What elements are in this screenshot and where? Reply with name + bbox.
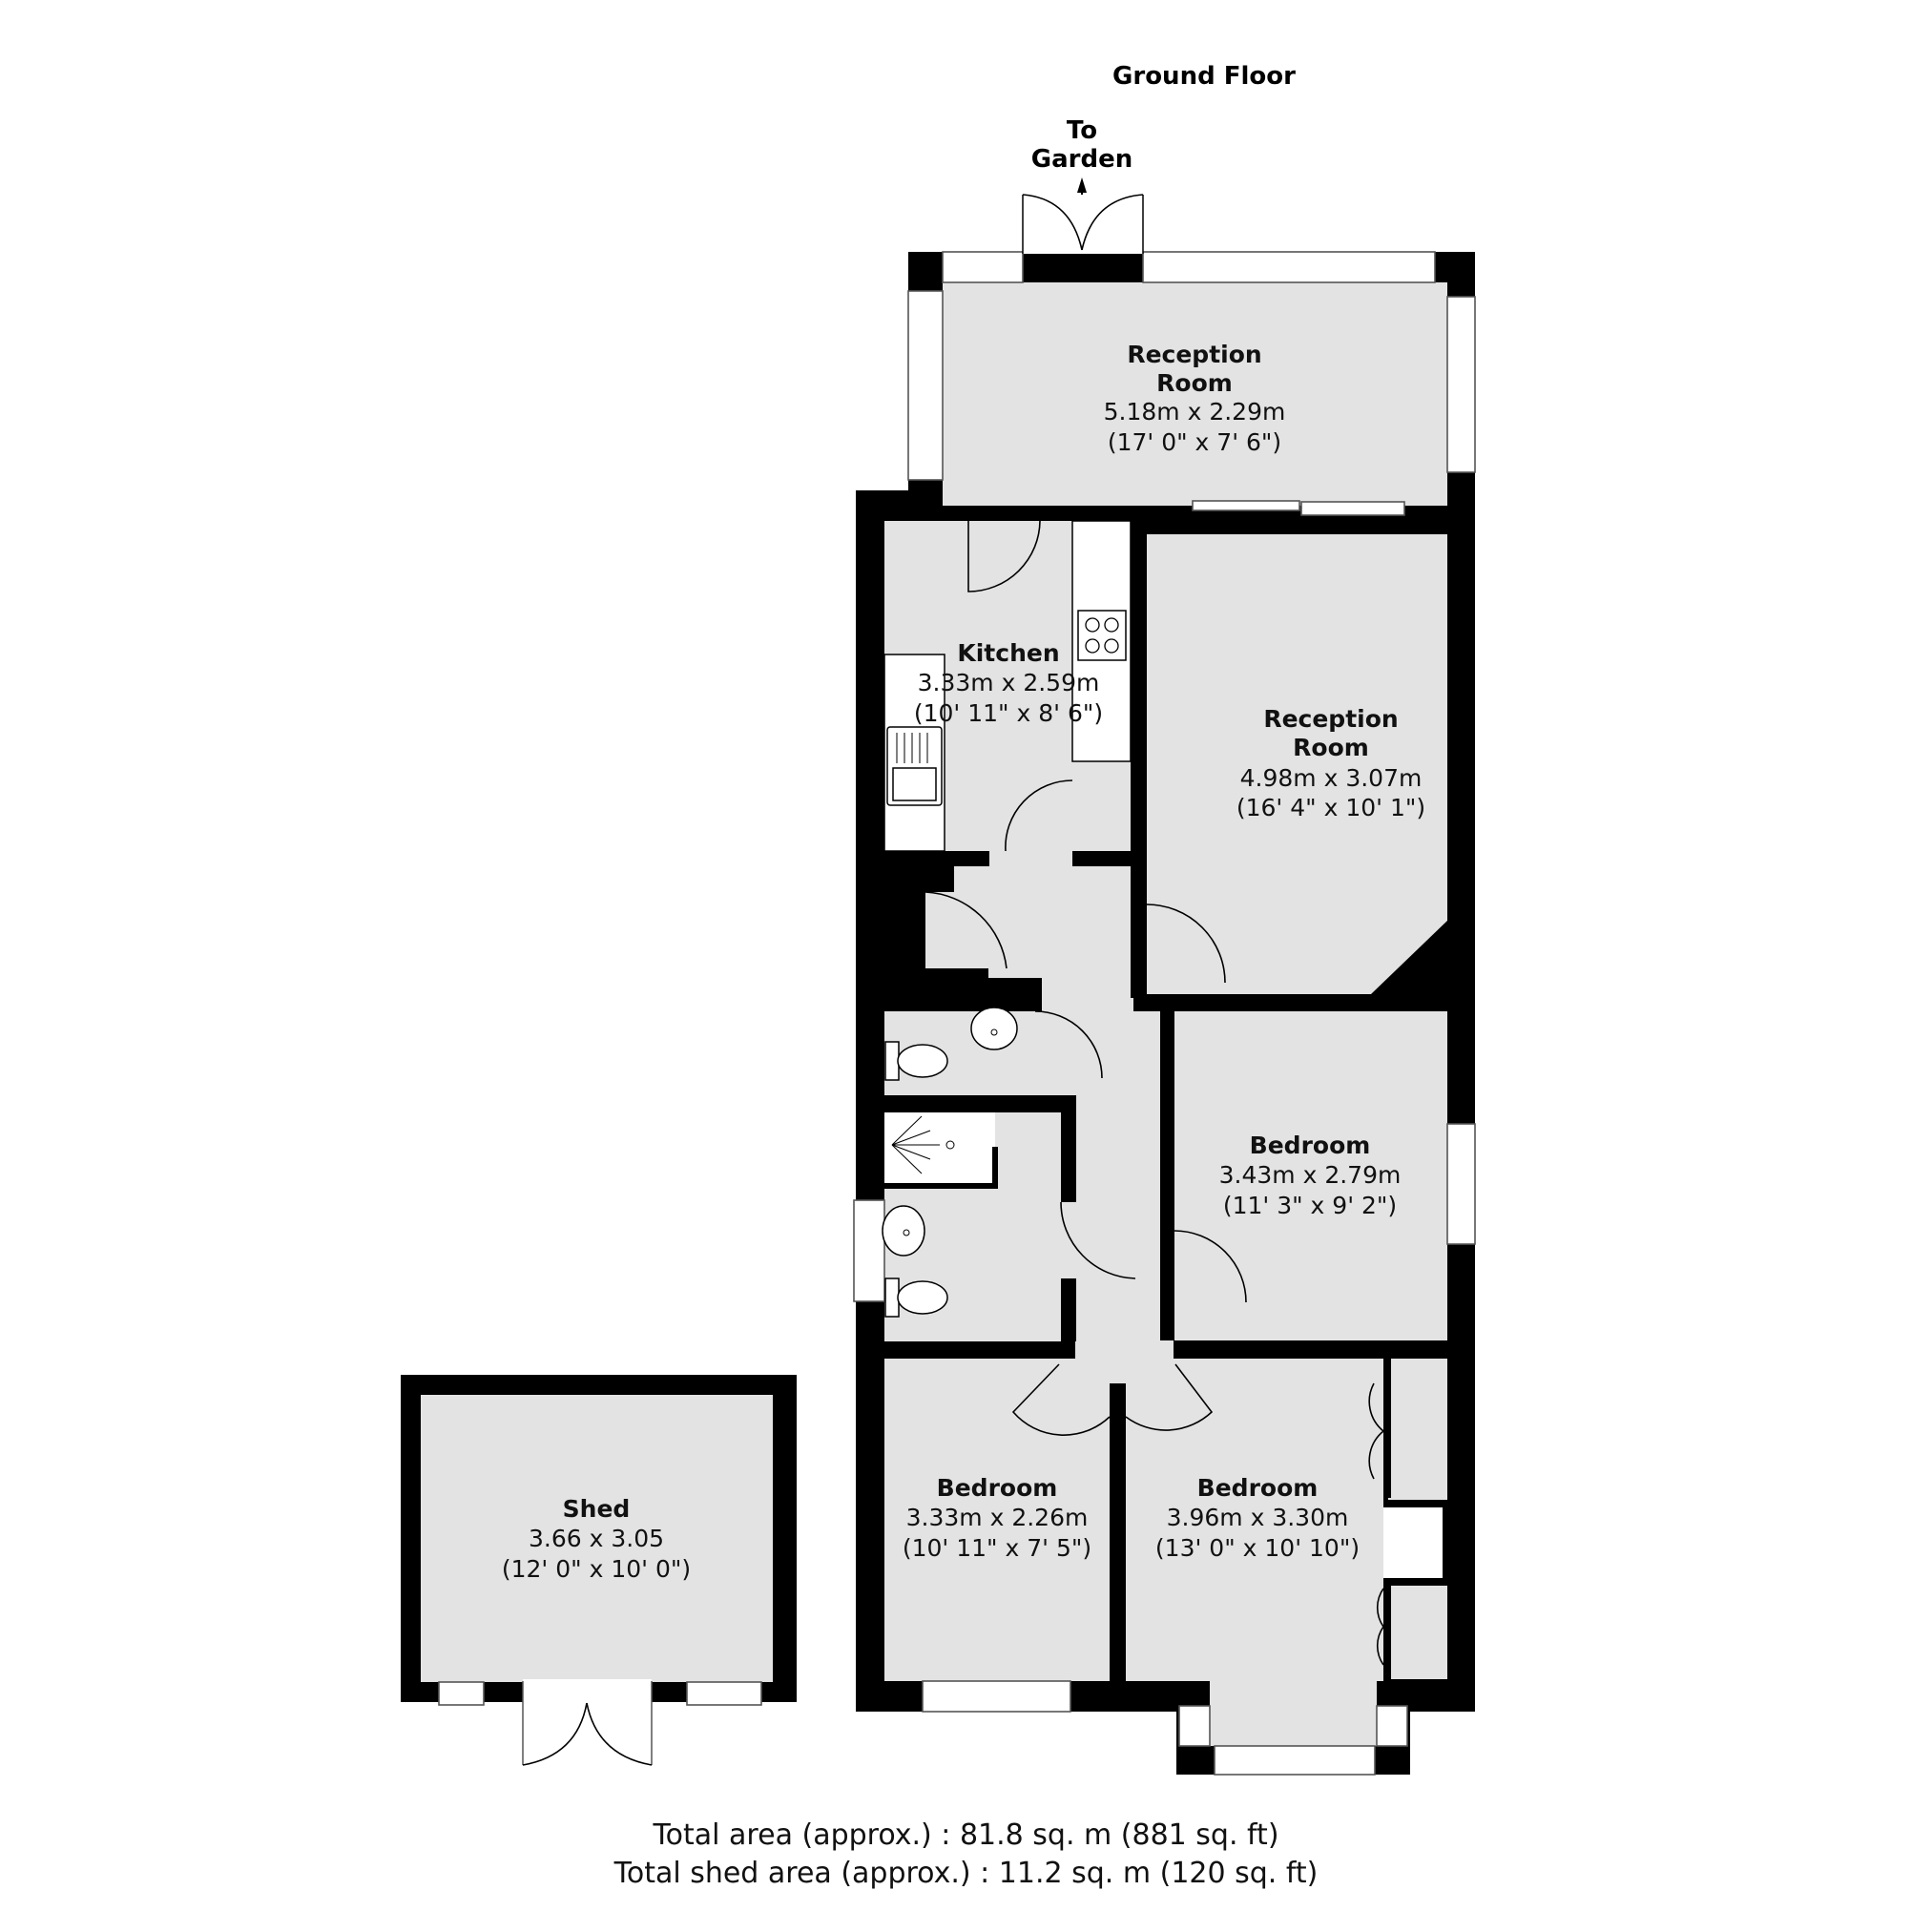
svg-text:Reception: Reception [1263, 705, 1398, 733]
door-swings[interactable] [924, 520, 1385, 1666]
svg-text:3.33m x 2.59m: 3.33m x 2.59m [918, 669, 1100, 696]
toilet-icon [884, 1041, 948, 1318]
svg-text:Room: Room [1293, 734, 1369, 761]
storage-cupboard [1383, 1507, 1443, 1580]
floor-title: Ground Floor [1112, 62, 1296, 91]
room-reception-top: Reception Room 5.18m x 2.29m (17' 0" x 7… [1104, 341, 1286, 456]
hob-icon [1077, 610, 1127, 661]
room-reception-main: Reception Room 4.98m x 3.07m (16' 4" x 1… [1236, 705, 1425, 821]
shed-double-door[interactable] [522, 1679, 653, 1766]
svg-text:(13' 0" x 10' 10"): (13' 0" x 10' 10") [1155, 1534, 1360, 1562]
room-kitchen: Kitchen 3.33m x 2.59m (10' 11" x 8' 6") [914, 639, 1103, 727]
svg-text:(11' 3" x 9' 2"): (11' 3" x 9' 2") [1223, 1192, 1397, 1219]
svg-text:Reception: Reception [1127, 341, 1261, 368]
shed [401, 1375, 797, 1706]
svg-text:(10' 11" x 8' 6"): (10' 11" x 8' 6") [914, 699, 1103, 727]
windows [853, 251, 1476, 1776]
svg-text:Kitchen: Kitchen [957, 639, 1059, 667]
total-area-text: Total area (approx.) : 81.8 sq. m (881 s… [653, 1818, 1279, 1852]
svg-text:(12' 0" x 10' 0"): (12' 0" x 10' 0") [502, 1555, 691, 1583]
svg-text:3.33m x 2.26m: 3.33m x 2.26m [906, 1504, 1089, 1531]
svg-text:3.96m x 3.30m: 3.96m x 3.30m [1167, 1504, 1349, 1531]
svg-text:3.66 x 3.05: 3.66 x 3.05 [529, 1525, 664, 1552]
svg-text:(10' 11" x 7' 5"): (10' 11" x 7' 5") [903, 1534, 1091, 1562]
garden-label-line1: To [1067, 116, 1097, 145]
interior-walls [884, 521, 1451, 1683]
svg-text:Bedroom: Bedroom [1250, 1132, 1371, 1159]
shower-icon [884, 1112, 998, 1189]
room-shed: Shed 3.66 x 3.05 (12' 0" x 10' 0") [502, 1495, 691, 1583]
basin-icon [882, 1007, 1018, 1257]
svg-text:Bedroom: Bedroom [937, 1474, 1058, 1502]
svg-text:Room: Room [1156, 369, 1233, 397]
svg-text:(17' 0" x 7' 6"): (17' 0" x 7' 6") [1108, 428, 1281, 456]
room-bedroom-right: Bedroom 3.43m x 2.79m (11' 3" x 9' 2") [1219, 1132, 1402, 1219]
svg-text:Bedroom: Bedroom [1197, 1474, 1319, 1502]
garden-label-line2: Garden [1031, 145, 1132, 174]
svg-text:3.43m x 2.79m: 3.43m x 2.79m [1219, 1161, 1402, 1189]
room-bedroom-bottom-right: Bedroom 3.96m x 3.30m (13' 0" x 10' 10") [1155, 1474, 1360, 1562]
shed-area-text: Total shed area (approx.) : 11.2 sq. m (… [613, 1857, 1319, 1890]
svg-text:(16' 4" x 10' 1"): (16' 4" x 10' 1") [1236, 794, 1425, 821]
svg-text:4.98m x 3.07m: 4.98m x 3.07m [1240, 764, 1423, 792]
sliding-door-arrow-icon [1204, 511, 1278, 521]
svg-text:Shed: Shed [563, 1495, 631, 1523]
svg-text:5.18m x 2.29m: 5.18m x 2.29m [1104, 398, 1286, 426]
sink-icon [886, 726, 943, 806]
garden-double-door[interactable] [1022, 194, 1144, 254]
room-bedroom-bottom-left: Bedroom 3.33m x 2.26m (10' 11" x 7' 5") [903, 1474, 1091, 1562]
